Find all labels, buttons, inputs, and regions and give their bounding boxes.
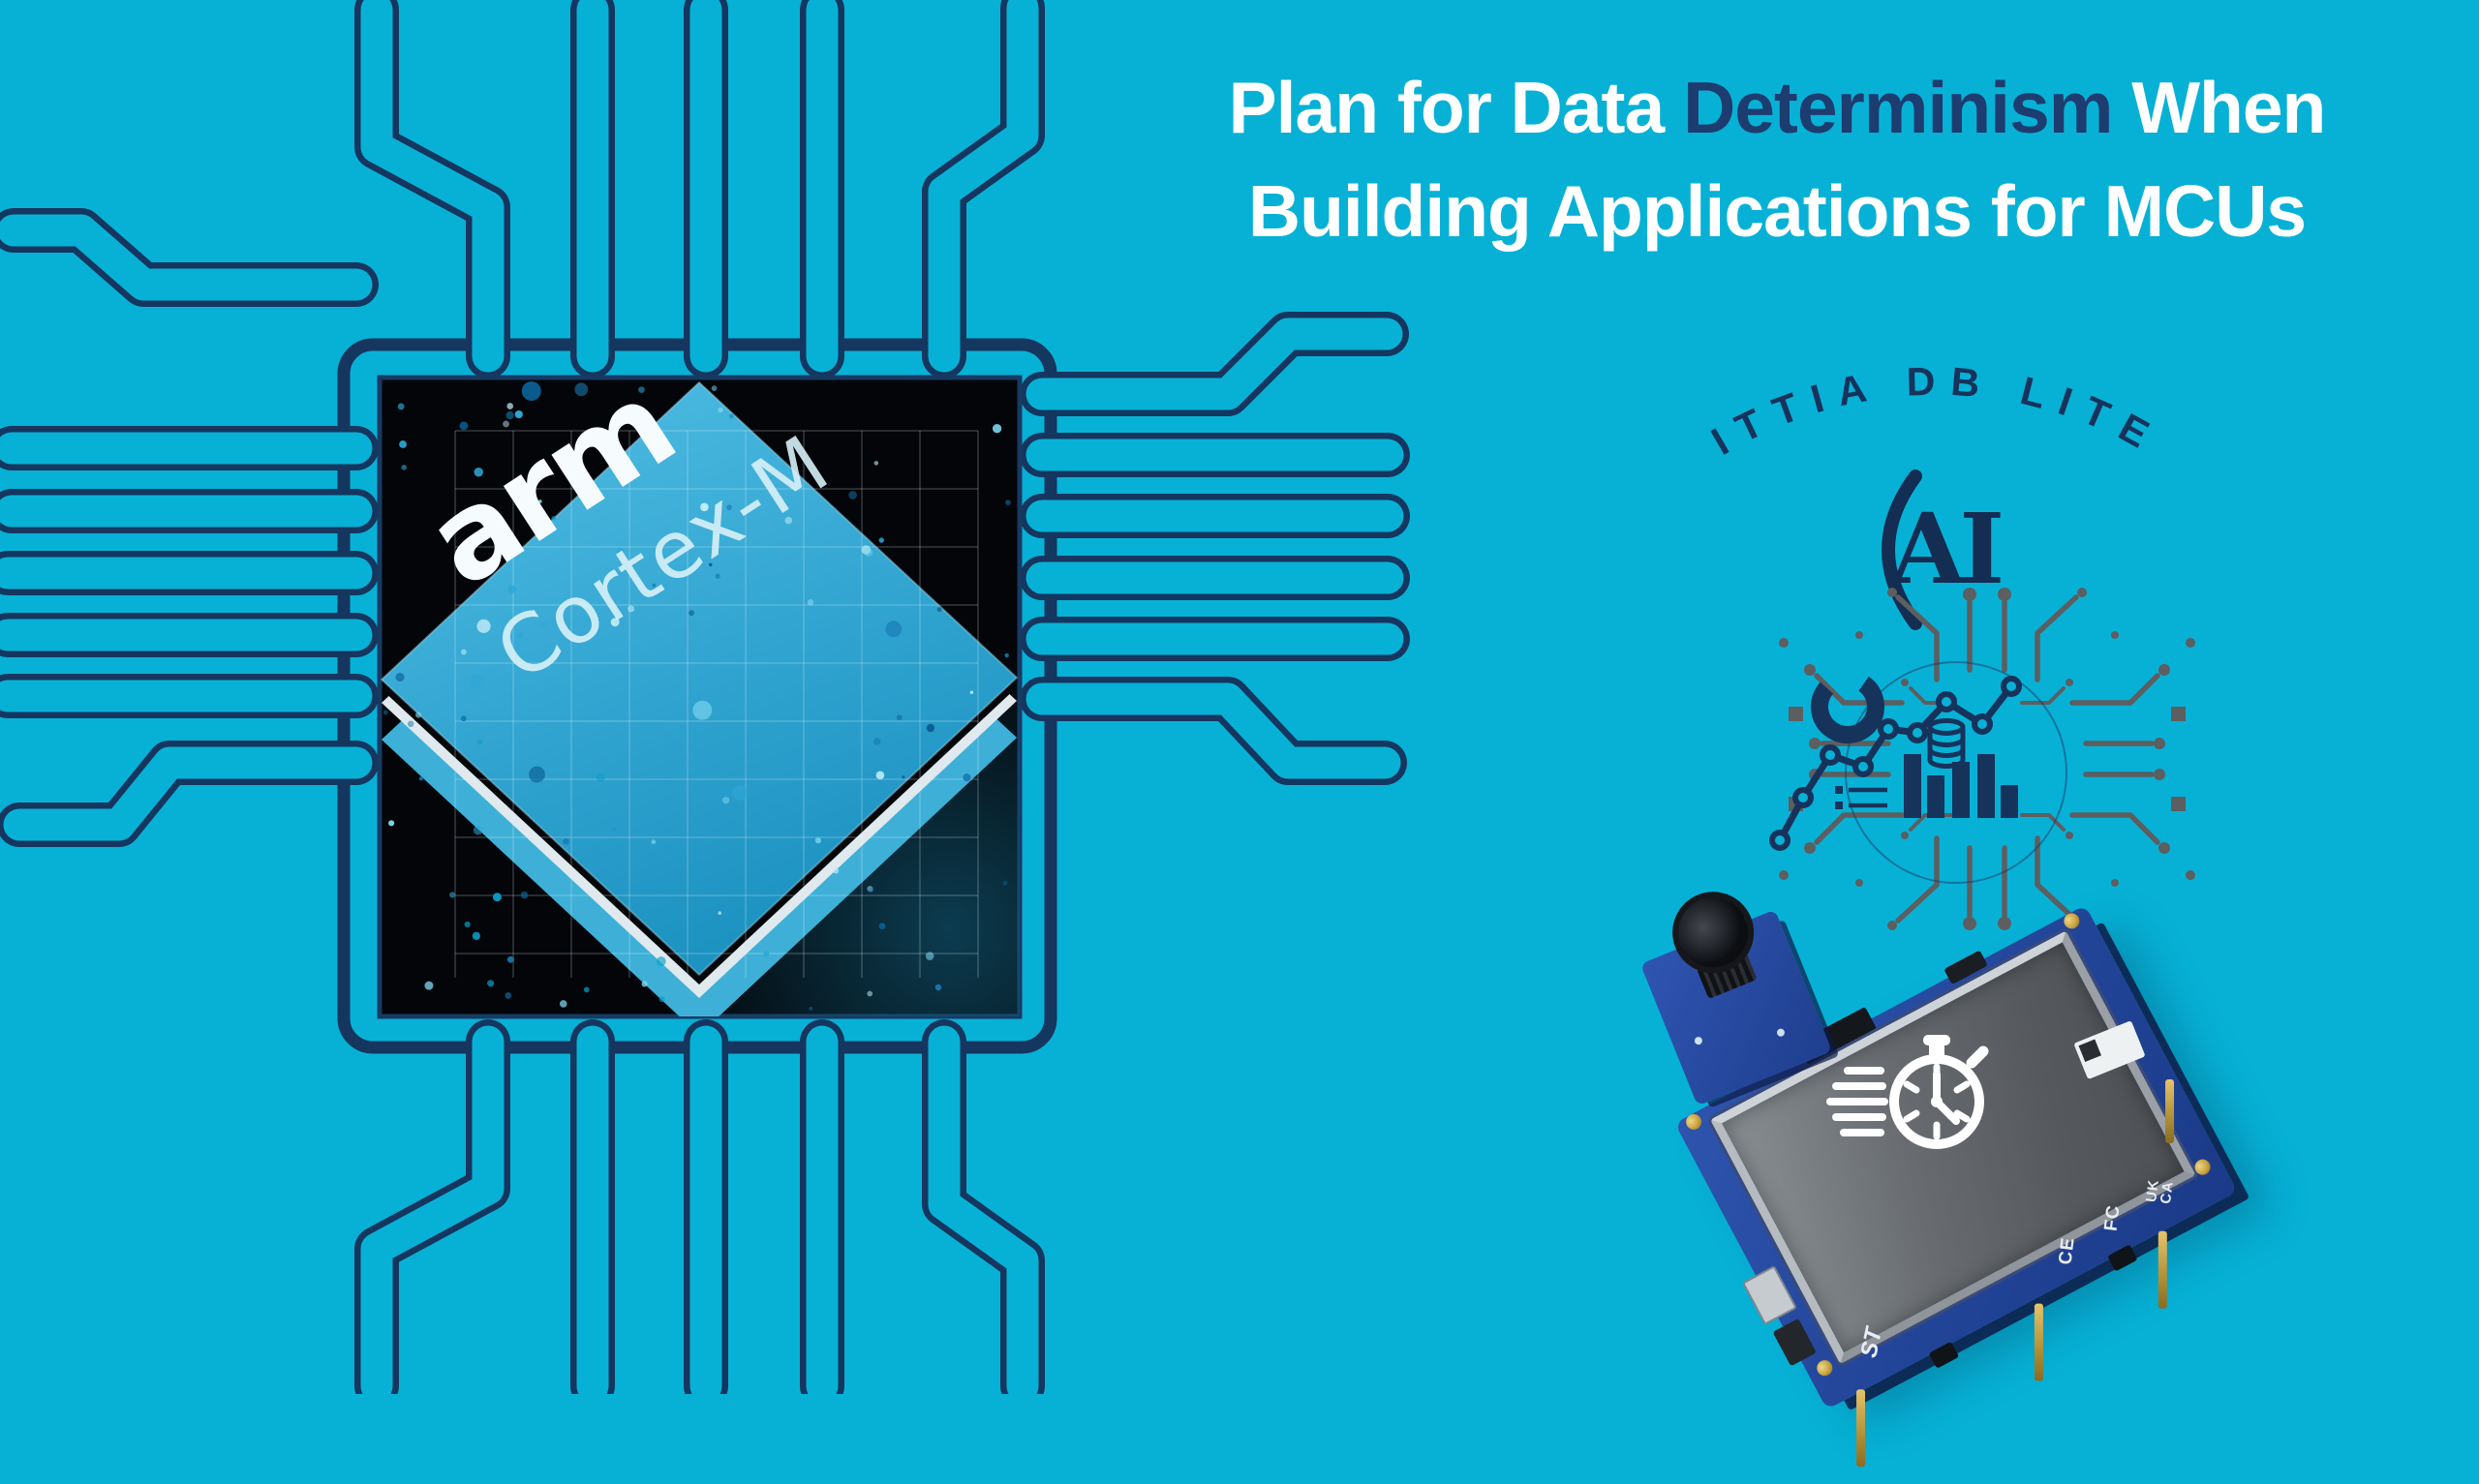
header-pin <box>2034 1303 2043 1381</box>
title-part-navy: Determinism <box>1683 67 2113 148</box>
ittia-brand-block: ITTIA DB LITE AI <box>1704 359 2285 958</box>
header-pin <box>2165 1079 2175 1144</box>
stopwatch-icon <box>1826 1035 1989 1149</box>
stopwatch-crown-knob <box>1923 1035 1950 1045</box>
title-part-white-1: Plan for Data <box>1228 67 1684 148</box>
st-logo: ST <box>1855 1325 1888 1360</box>
die-top-face <box>380 380 1019 977</box>
marking-fcc: FC <box>2100 1203 2125 1233</box>
camera-board-dot <box>1693 1035 1704 1046</box>
chip-pins-inner <box>0 0 1404 1394</box>
marking-ce: CE <box>2055 1235 2079 1266</box>
logo-circle <box>1845 661 2067 884</box>
database-icon <box>1927 718 1966 769</box>
marking-ukca: UK CA <box>2143 1178 2177 1205</box>
usb-port <box>1741 1265 1797 1326</box>
hdmi-port <box>1772 1317 1817 1367</box>
stopwatch-center <box>1931 1096 1943 1107</box>
camera-board-dot <box>1775 1027 1787 1038</box>
svg-text:AI: AI <box>1889 492 2002 606</box>
title-line-1: Plan for Data Determinism When <box>1099 56 2455 160</box>
push-button <box>2107 1244 2138 1272</box>
header-pin <box>2158 1230 2167 1309</box>
screw-head <box>2191 1156 2214 1178</box>
push-button <box>1928 1341 1960 1369</box>
circuit-board-logo <box>1769 588 2195 930</box>
qr-code <box>2078 1039 2101 1062</box>
die-dots <box>383 381 1011 1011</box>
die-grid <box>454 430 979 978</box>
banner-page: { "banner": { "title": { "parts": [ {"te… <box>0 0 2455 1468</box>
page-title: Plan for Data Determinism When Building … <box>1099 56 2455 263</box>
stopwatch-ring <box>1889 1054 1984 1149</box>
speed-lines <box>1826 1067 1888 1136</box>
line-chart-icon <box>1769 676 2022 851</box>
arm-cortex-m-chip-image: arm Cortex-M <box>377 375 1023 1019</box>
screw-head <box>1683 1111 1704 1133</box>
title-line-2: Building Applications for MCUs <box>1247 170 2307 252</box>
screw-head <box>2061 910 2083 932</box>
ittia-db-lite-arc-text: ITTIA DB LITE <box>1704 359 2169 464</box>
bar-chart-icon <box>1904 754 2018 818</box>
header-pin <box>1856 1389 1866 1468</box>
stopwatch-side-button <box>1966 1045 1989 1069</box>
list-icon <box>1835 786 1887 809</box>
title-part-white-2: When <box>2112 67 2326 148</box>
cpu-chip-outline: arm Cortex-M <box>0 0 1410 1394</box>
screw-head <box>1814 1357 1836 1379</box>
